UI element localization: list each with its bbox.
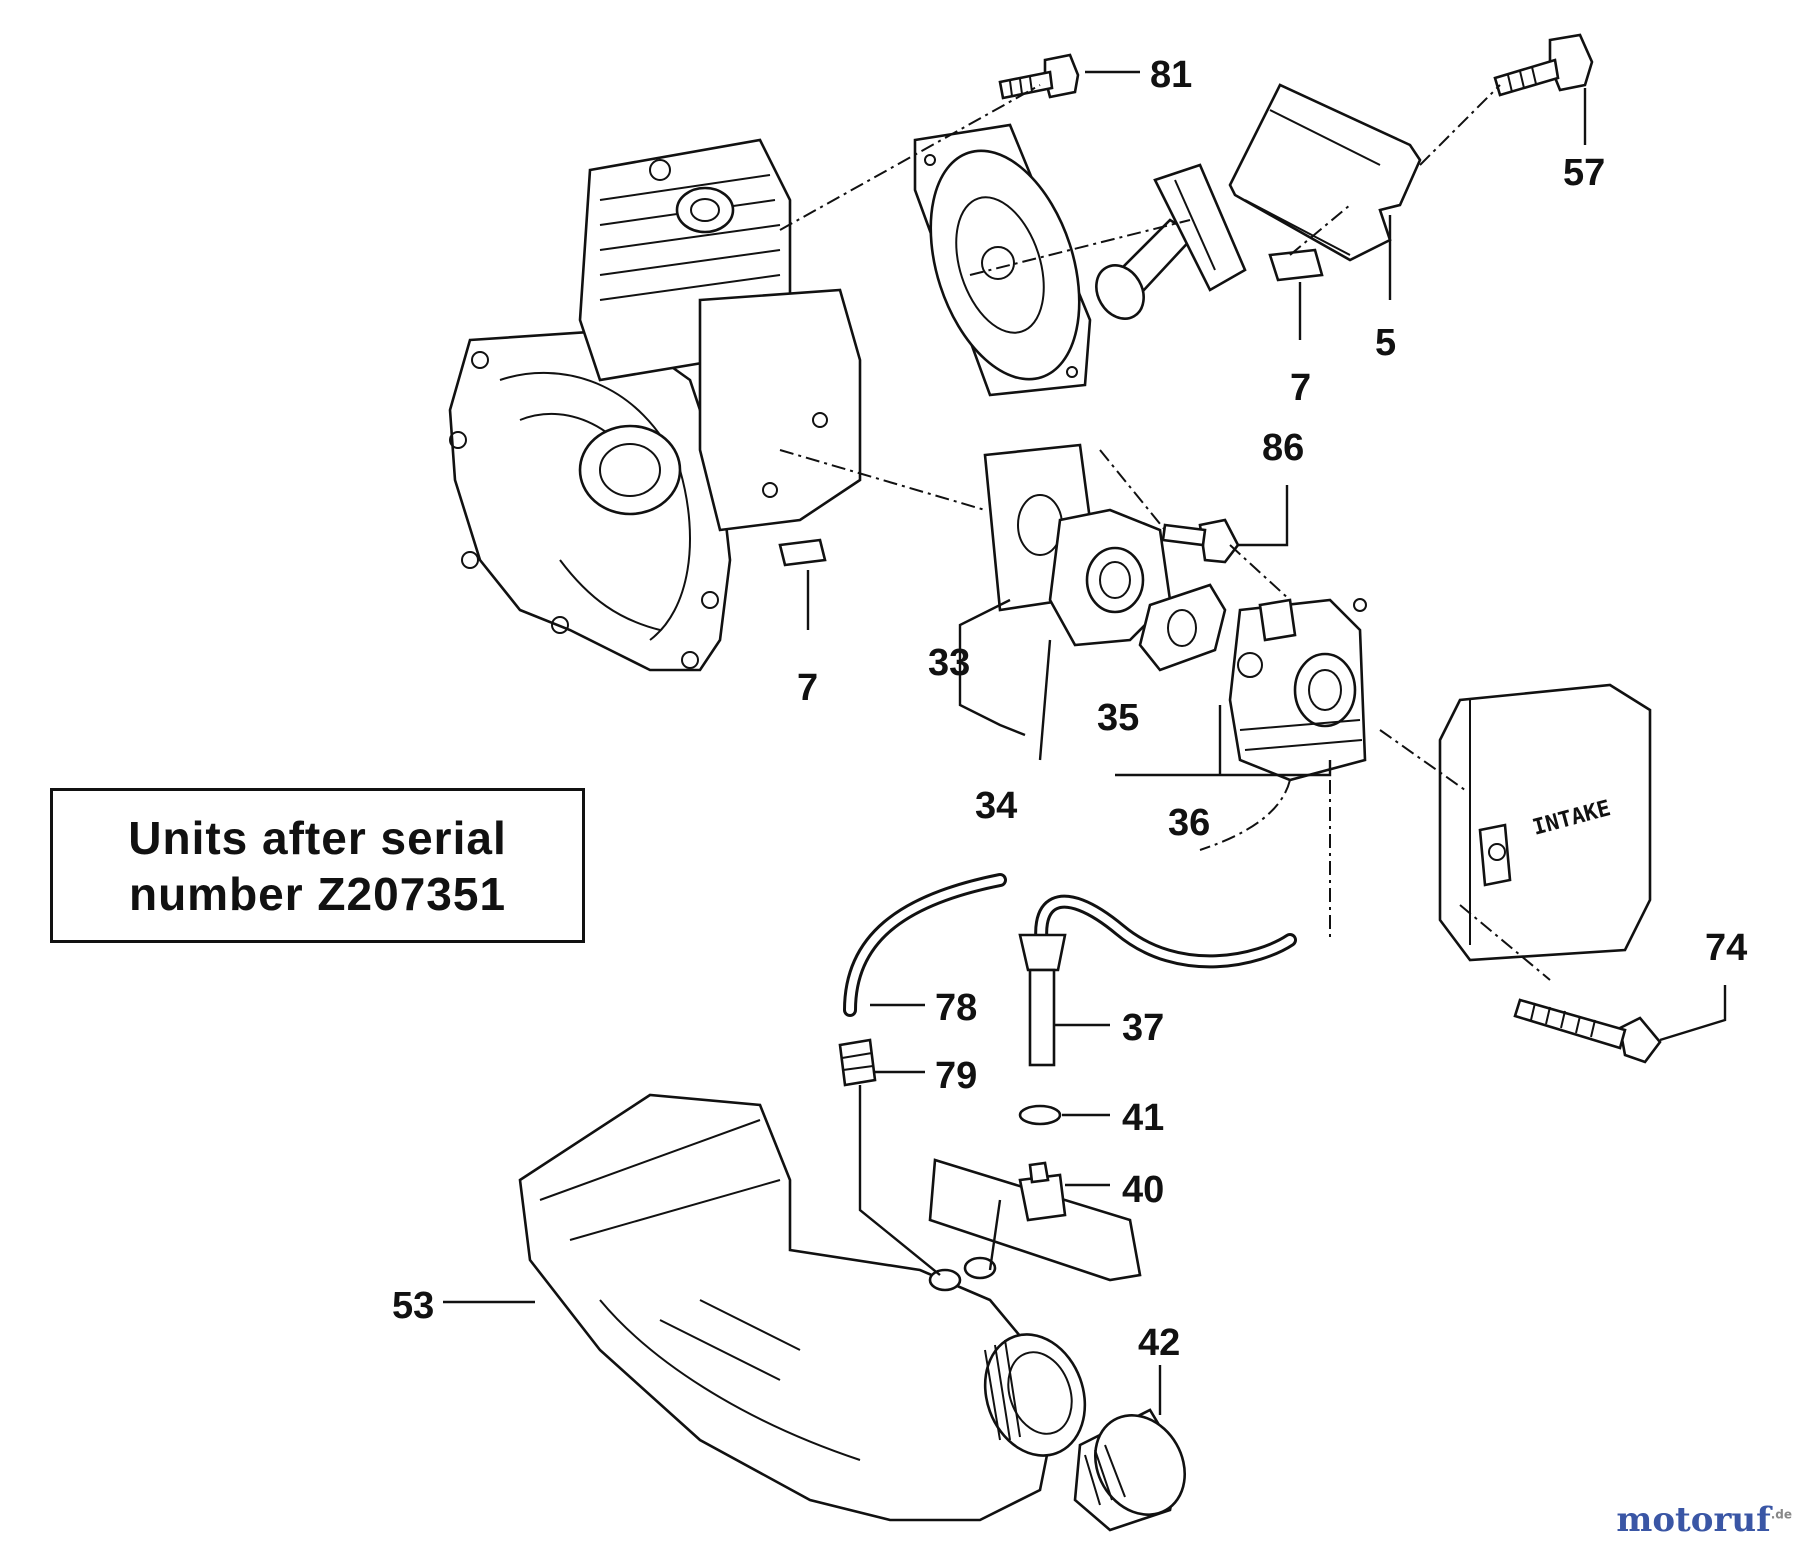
air-filter-cover: INTAKE (1438, 683, 1652, 962)
pad-part-7-top (1268, 248, 1324, 282)
callout-79: 79 (935, 1055, 977, 1097)
serial-note-box: Units after serial number Z207351 (50, 788, 585, 943)
carburetor-36 (1228, 598, 1367, 782)
callout-37: 37 (1122, 1007, 1164, 1049)
serial-note-line-2: number Z207351 (128, 867, 507, 920)
bolt-86 (1161, 518, 1240, 564)
insulator-34 (1048, 508, 1172, 647)
gasket-35 (1138, 583, 1227, 672)
recoil-starter (913, 123, 1247, 397)
serial-note-line-1: Units after serial (128, 811, 507, 864)
fuel-tank-53 (518, 1093, 1087, 1522)
bolt-57 (1493, 33, 1594, 97)
grommet-79 (838, 1038, 877, 1087)
callout-57: 57 (1563, 152, 1605, 194)
bracket-part-5 (1228, 83, 1422, 262)
brand-word: motoruf (1616, 1500, 1771, 1540)
callout-7-engine: 7 (797, 667, 818, 709)
assembly-lines (779, 84, 1551, 981)
fuel-filter-37 (1018, 933, 1067, 1067)
clip-41 (1018, 1104, 1062, 1126)
callout-42: 42 (1138, 1322, 1180, 1364)
brand-suffix: .de (1770, 1507, 1792, 1522)
fuel-cap-42 (1073, 1408, 1187, 1532)
callout-35: 35 (1097, 697, 1139, 739)
callout-5: 5 (1375, 322, 1396, 364)
callout-36: 36 (1168, 802, 1210, 844)
callout-74: 74 (1705, 927, 1747, 969)
bolt-81 (998, 53, 1080, 100)
engine-crankcase (448, 138, 862, 672)
bolt-74 (1513, 998, 1662, 1064)
callout-33: 33 (928, 642, 970, 684)
brand-watermark: motoruf.de (1616, 1500, 1792, 1540)
callout-7-top: 7 (1290, 367, 1311, 409)
callout-81: 81 (1150, 54, 1192, 96)
callout-40: 40 (1122, 1169, 1164, 1211)
callout-86: 86 (1262, 427, 1304, 469)
callout-34: 34 (975, 785, 1017, 827)
callout-53: 53 (392, 1285, 434, 1327)
callout-41: 41 (1122, 1097, 1164, 1139)
leader-lines (443, 70, 1727, 1415)
vent-40 (928, 1158, 1142, 1282)
callout-labels: 81 57 5 7 86 7 33 35 34 36 74 78 37 79 4… (392, 54, 1747, 1364)
callout-78: 78 (935, 987, 977, 1029)
fuel-lines (843, 873, 1297, 1017)
